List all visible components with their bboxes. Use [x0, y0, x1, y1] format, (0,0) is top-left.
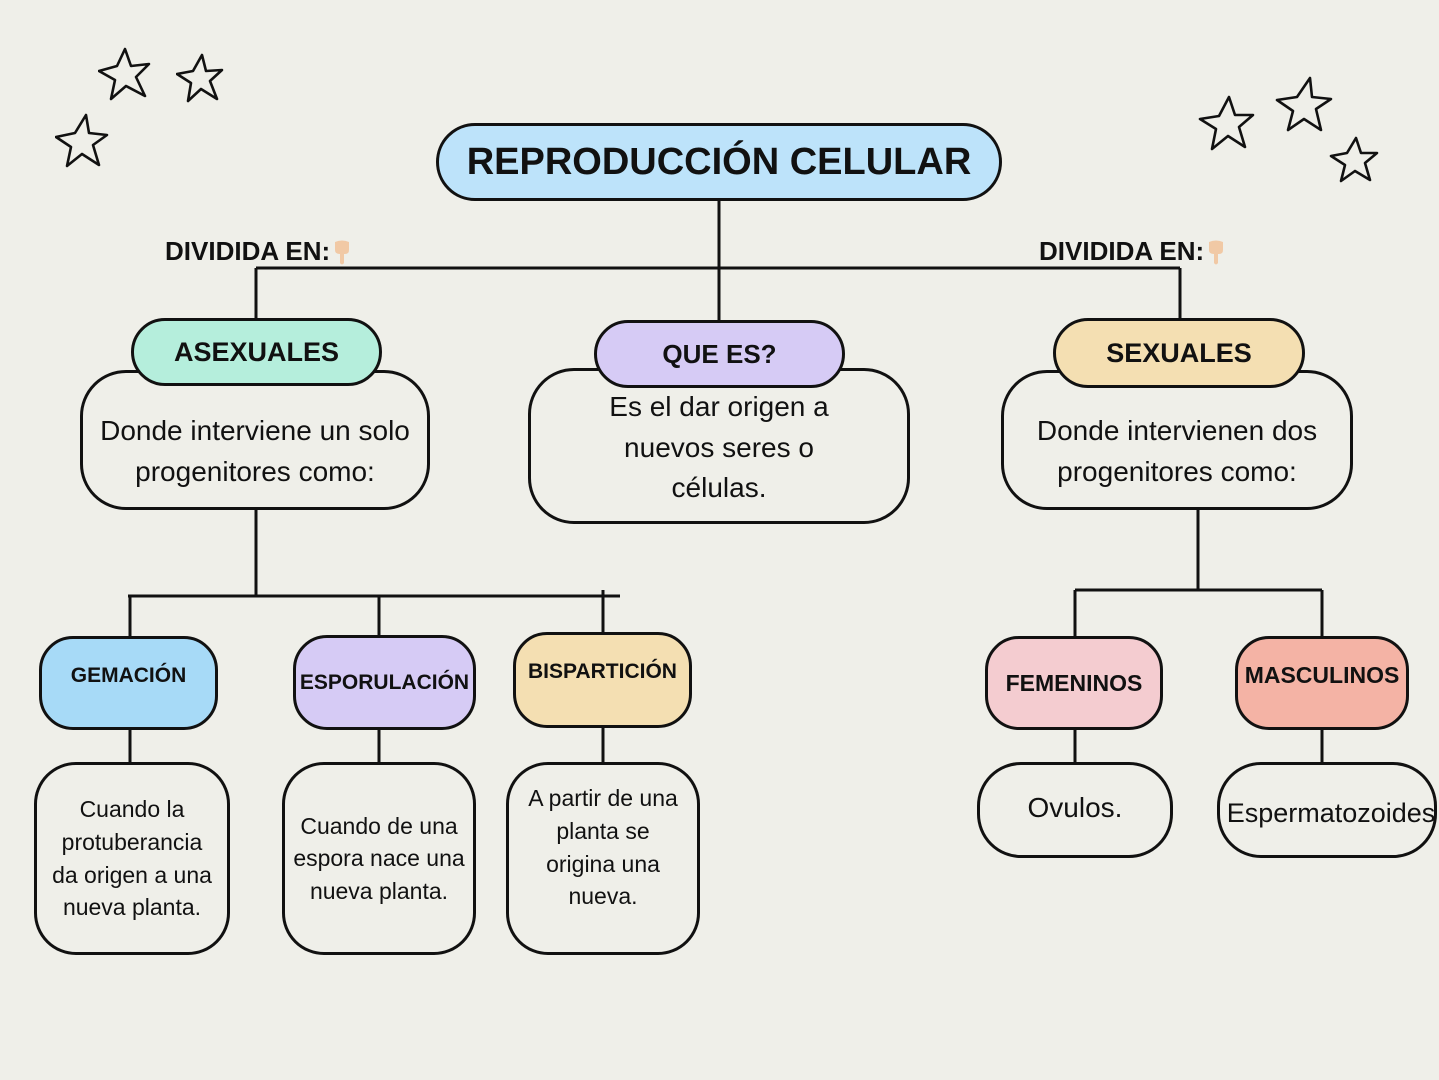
femeninos-description-box: Ovulos. [977, 762, 1173, 858]
pointing-down-hand-icon [335, 240, 350, 265]
masculinos-description: Espermatozoides [1226, 798, 1436, 829]
star-icon [55, 113, 109, 168]
right-divider-label: DIVIDIDA EN: [1039, 236, 1226, 267]
gemacion-label: GEMACIÓN [70, 664, 187, 687]
que-es-heading: QUE ES? [662, 338, 777, 369]
bisparticion-description-box: A partir de una planta se origina una nu… [506, 762, 700, 955]
esporulacion-description: Cuando de una espora nace una nueva plan… [293, 812, 465, 904]
right-divider-text: DIVIDIDA EN: [1039, 236, 1205, 266]
gemacion-box: GEMACIÓN [39, 636, 218, 730]
esporulacion-label: ESPORULACIÓN [299, 670, 470, 694]
asexuales-description-box: Donde interviene un solo progenitores co… [80, 370, 430, 510]
bisparticion-box: BISPARTICIÓN [513, 632, 692, 728]
masculinos-box: MASCULINOS [1235, 636, 1409, 730]
title-box: REPRODUCCIÓN CELULAR [436, 123, 1002, 201]
masculinos-label: MASCULINOS [1244, 661, 1400, 688]
sexuales-heading-box: SEXUALES [1053, 318, 1305, 388]
sexuales-description-box: Donde intervienen dos progenitores como: [1001, 370, 1353, 510]
star-icon [1198, 95, 1255, 151]
bisparticion-label: BISPARTICIÓN [528, 660, 677, 683]
sexuales-heading: SEXUALES [1106, 337, 1252, 368]
femeninos-description: Ovulos. [1027, 791, 1123, 823]
asexuales-heading: ASEXUALES [173, 336, 340, 367]
sexuales-description: Donde intervienen dos progenitores como: [1036, 415, 1318, 487]
esporulacion-description-box: Cuando de una espora nace una nueva plan… [282, 762, 476, 955]
star-icon [98, 47, 151, 101]
star-icon [1329, 136, 1379, 183]
left-divider-label: DIVIDIDA EN: [165, 236, 352, 267]
star-icon [1275, 76, 1333, 132]
que-es-heading-box: QUE ES? [594, 320, 845, 388]
left-divider-text: DIVIDIDA EN: [165, 236, 331, 266]
esporulacion-box: ESPORULACIÓN [293, 635, 476, 730]
femeninos-label: FEMENINOS [1005, 669, 1143, 696]
star-icon [176, 53, 224, 103]
bisparticion-description: A partir de una planta se origina una nu… [528, 785, 678, 910]
asexuales-description: Donde interviene un solo progenitores co… [100, 415, 410, 487]
gemacion-description: Cuando la protuberancia da origen a una … [52, 796, 212, 921]
femeninos-box: FEMENINOS [985, 636, 1163, 730]
gemacion-description-box: Cuando la protuberancia da origen a una … [34, 762, 230, 955]
que-es-description: Es el dar origen a nuevos seres o célula… [609, 391, 829, 504]
masculinos-description-box: Espermatozoides [1217, 762, 1437, 858]
page-title: REPRODUCCIÓN CELULAR [466, 140, 972, 183]
que-es-description-box: Es el dar origen a nuevos seres o célula… [528, 368, 910, 524]
pointing-down-hand-icon [1209, 240, 1224, 265]
asexuales-heading-box: ASEXUALES [131, 318, 382, 386]
